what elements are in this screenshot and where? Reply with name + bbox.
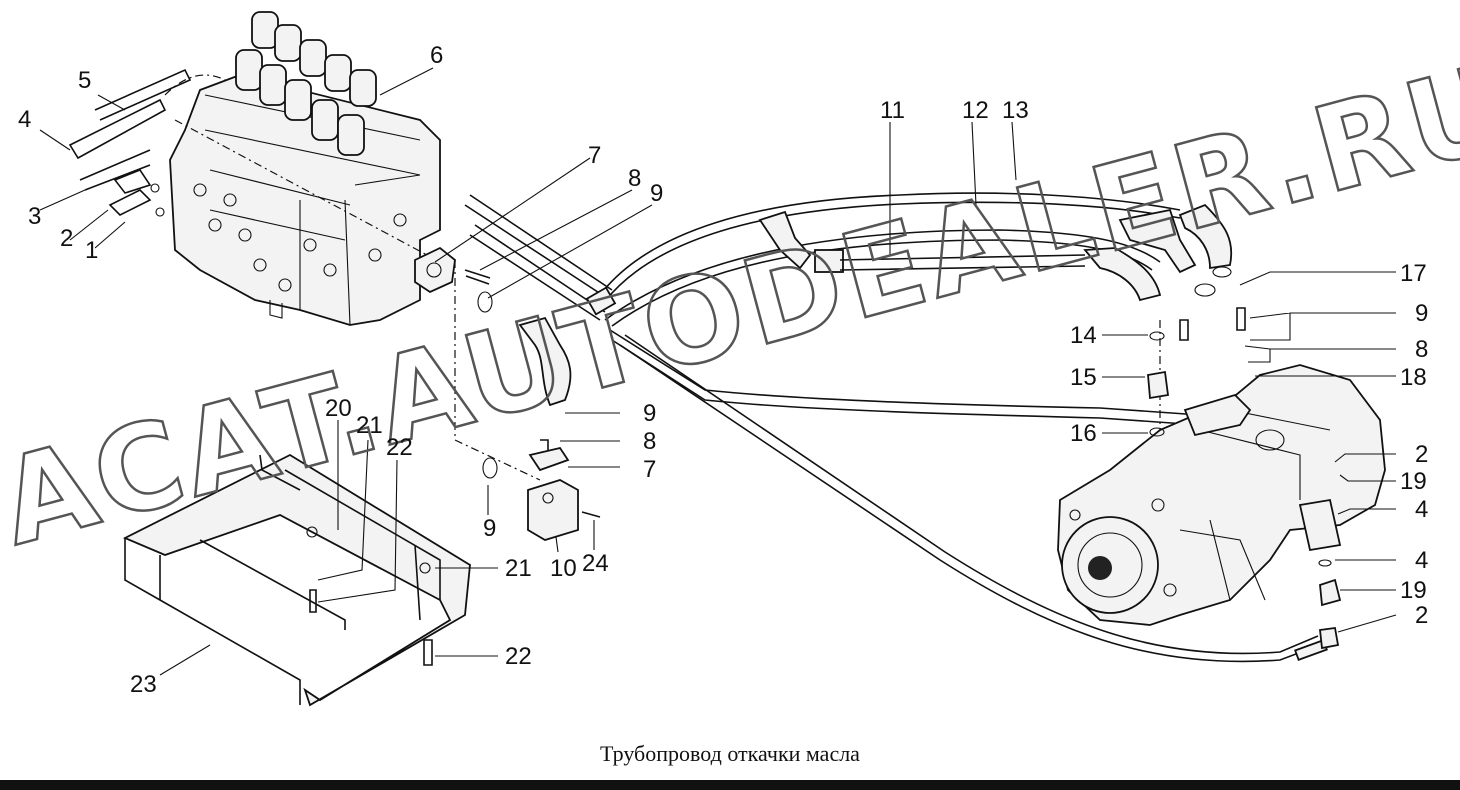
callout-21: 21 [356,412,383,439]
callout-14: 14 [1070,322,1097,349]
solenoid-stack [235,11,377,156]
callout-22: 22 [505,643,532,670]
callout-15: 15 [1070,364,1097,391]
callout-19: 19 [1400,468,1427,495]
callout-19: 19 [1400,577,1427,604]
mounting-bracket [122,453,471,707]
callout-17: 17 [1400,260,1427,287]
callout-2: 2 [60,225,73,252]
callout-21: 21 [505,555,532,582]
callout-3: 3 [28,203,41,230]
callout-8: 8 [628,165,641,192]
callout-7: 7 [643,456,656,483]
callout-16: 16 [1070,420,1097,447]
callout-7: 7 [588,142,601,169]
callout-4: 4 [1415,496,1428,523]
left-fittings [68,68,192,217]
callout-10: 10 [550,555,577,582]
callout-11: 11 [880,97,905,124]
callout-9: 9 [643,400,656,427]
callout-8: 8 [1415,336,1428,363]
center-flange-parts [414,246,601,541]
callout-24: 24 [582,550,609,577]
callout-23: 23 [130,671,157,698]
callout-9: 9 [1415,300,1428,327]
diagram-caption: Трубопровод откачки масла [600,741,860,766]
callout-5: 5 [78,67,91,94]
callout-2: 2 [1415,441,1428,468]
callout-1: 1 [85,237,98,264]
callout-22: 22 [386,434,413,461]
callout-6: 6 [430,42,443,69]
leader-lines [39,67,1397,676]
callout-20: 20 [325,395,352,422]
callout-9: 9 [650,180,663,207]
callout-8: 8 [643,428,656,455]
bottom-border [0,780,1460,790]
callout-13: 13 [1002,97,1029,124]
callout-18: 18 [1400,364,1427,391]
callout-2: 2 [1415,602,1428,629]
hose-bundle [464,192,1328,663]
callout-12: 12 [962,97,989,124]
callout-labels: 1 2 3 4 5 6 7 8 9 11 12 13 17 9 8 18 14 … [18,42,1428,698]
hydraulic-pump [1057,266,1386,650]
control-valve-assembly [169,11,441,326]
callout-4: 4 [1415,547,1428,574]
callout-9: 9 [483,515,496,542]
callout-4: 4 [18,106,31,133]
